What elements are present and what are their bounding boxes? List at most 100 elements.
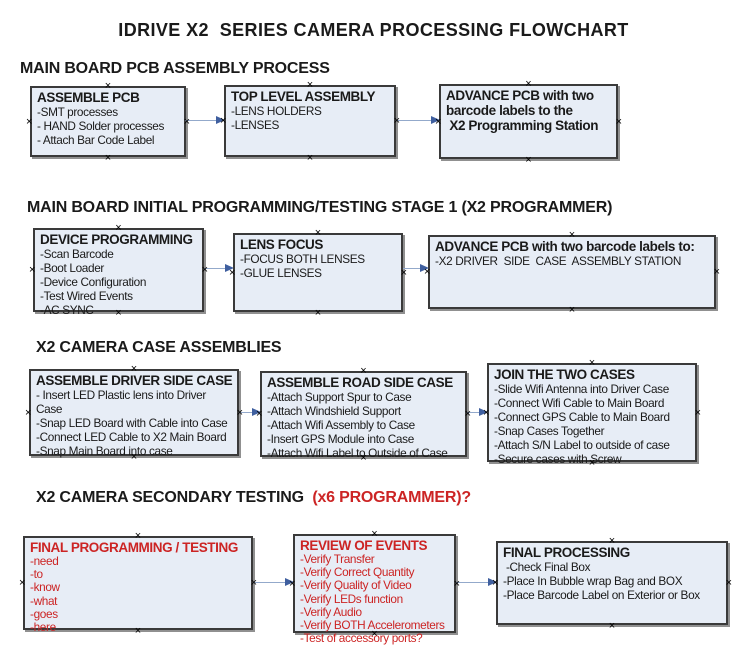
flow-box-assemble-pcb[interactable]: × × × × ASSEMBLE PCB -SMT processes - HA…	[26, 81, 190, 164]
box-title: ADVANCE PCB with two barcode labels to:	[435, 239, 695, 254]
box-title: LENS FOCUS	[240, 237, 324, 252]
connection-point-icon: ×	[608, 620, 616, 632]
box-item: -Attach Support Spur to Case	[267, 390, 412, 404]
box-item: -Snap LED Board with Cable into Case	[36, 416, 228, 430]
box-item: -X2 DRIVER SIDE CASE ASSEMBLY STATION	[435, 254, 682, 268]
flow-box-device-programming[interactable]: × × × × DEVICE PROGRAMMING -Scan Barcode…	[29, 223, 208, 319]
connection-point-icon: ×	[306, 152, 314, 164]
box-title: FINAL PROGRAMMING / TESTING	[30, 540, 238, 555]
box-item: -Connect Wifi Cable to Main Board	[494, 396, 665, 410]
connector-arrow[interactable]	[239, 408, 261, 417]
box-item: -LENSES	[231, 118, 280, 132]
arrowhead-icon	[216, 116, 225, 124]
flow-box-top-level-assembly[interactable]: × × × × TOP LEVEL ASSEMBLY -LENS HOLDERS…	[220, 80, 400, 164]
flow-box-final-processing[interactable]: × × × × FINAL PROCESSING -Check Final Bo…	[492, 536, 732, 632]
box-item: -Attach S/N Label to outside of case	[494, 438, 670, 452]
box-item: - Attach Bar Code Label	[37, 133, 155, 147]
box-item: -Snap Cases Together	[494, 424, 605, 438]
box-title: ASSEMBLE ROAD SIDE CASE	[267, 375, 453, 390]
arrow-shaft	[239, 412, 254, 413]
connection-point-icon: ×	[314, 307, 322, 319]
arrow-shaft	[467, 412, 481, 413]
box-item: -Verify Audio	[300, 604, 362, 619]
box-item: -Place In Bubble wrap Bag and BOX	[503, 574, 683, 588]
box-item: -SMT processes	[37, 105, 118, 119]
connection-point-icon: ×	[104, 80, 112, 92]
flow-box-review-of-events[interactable]: × × × × REVIEW OF EVENTS -Verify Transfe…	[289, 529, 460, 645]
section-heading-case-assemblies: X2 CAMERA CASE ASSEMBLIES	[36, 339, 282, 356]
connection-point-icon: ×	[306, 79, 314, 91]
connection-point-icon: ×	[25, 406, 32, 419]
box-item: -Check Final Box	[503, 560, 591, 574]
box-item: -FOCUS BOTH LENSES	[240, 252, 365, 266]
box-title: DEVICE PROGRAMMING	[40, 232, 193, 247]
box-title: ADVANCE PCB with two barcode labels to t…	[446, 88, 599, 133]
arrow-shaft	[204, 268, 227, 269]
arrow-shaft	[253, 582, 287, 583]
box-item: - HAND Solder processes	[37, 119, 165, 133]
arrow-shaft	[403, 268, 422, 269]
box-item: -to	[30, 567, 43, 582]
connector-arrow[interactable]	[396, 116, 440, 125]
connection-point-icon: ×	[134, 530, 142, 542]
box-item: -Place Barcode Label on Exterior or Box	[503, 588, 700, 602]
connection-point-icon: ×	[725, 577, 732, 589]
connection-point-icon: ×	[115, 222, 122, 234]
page-title: IDRIVE X2 SERIES CAMERA PROCESSING FLOWC…	[118, 20, 629, 40]
connection-point-icon: ×	[26, 115, 33, 128]
section-heading-red-part: (x6 PROGRAMMER)?	[308, 489, 471, 506]
box-item: -Boot Loader	[40, 261, 105, 275]
box-item: -Secure cases with Screw	[494, 452, 622, 466]
box-item: -need	[30, 554, 59, 568]
connection-point-icon: ×	[694, 406, 701, 419]
flow-box-advance-pcb-programming[interactable]: × × × × ADVANCE PCB with two barcode lab…	[435, 79, 622, 166]
arrowhead-icon	[479, 408, 488, 416]
connector-arrow[interactable]	[403, 264, 429, 273]
flow-box-advance-pcb-case-assembly[interactable]: × × × × ADVANCE PCB with two barcode lab…	[424, 230, 720, 316]
connector-arrow[interactable]	[204, 264, 234, 273]
box-item: -Test Wired Events	[40, 289, 133, 303]
box-item: -Scan Barcode	[40, 247, 114, 261]
connection-point-icon: ×	[588, 357, 596, 369]
connector-arrow[interactable]	[185, 116, 225, 125]
box-item: -Verify LEDs function	[300, 591, 403, 606]
connection-point-icon: ×	[371, 528, 378, 540]
box-item: -Device Configuration	[40, 275, 147, 289]
box-item: -goes	[30, 606, 58, 621]
connector-arrow[interactable]	[456, 578, 497, 587]
flow-box-final-programming-testing[interactable]: × × × × FINAL PROGRAMMING / TESTING -nee…	[19, 531, 257, 637]
flow-box-join-the-two-cases[interactable]: × × × × JOIN THE TWO CASES -Slide Wifi A…	[483, 358, 701, 469]
box-item: -LENS HOLDERS	[231, 104, 322, 118]
connector-arrow[interactable]	[467, 408, 488, 417]
connection-point-icon: ×	[19, 577, 26, 589]
box-item: -Verify Correct Quantity	[300, 565, 415, 580]
box-title: TOP LEVEL ASSEMBLY	[231, 89, 376, 104]
box-item: -what	[30, 593, 58, 608]
box-item: -Attach Windshield Support	[267, 404, 401, 418]
box-title: FINAL PROCESSING	[503, 545, 630, 560]
box-item: -Connect LED Cable to X2 Main Board	[36, 430, 227, 444]
connection-point-icon: ×	[568, 304, 576, 316]
box-title: ASSEMBLE DRIVER SIDE CASE	[36, 373, 233, 388]
box-item: -Verify BOTH Accelerometers	[300, 618, 445, 633]
box-item: -here	[30, 620, 56, 635]
box-item: -Verify Transfer	[300, 552, 375, 566]
box-item: -Snap Main Board into case	[36, 444, 173, 458]
connection-point-icon: ×	[29, 264, 36, 276]
arrow-shaft	[185, 120, 218, 121]
connection-point-icon: ×	[608, 535, 616, 547]
connection-point-icon: ×	[104, 152, 112, 164]
flow-box-lens-focus[interactable]: × × × × LENS FOCUS -FOCUS BOTH LENSES -G…	[229, 228, 407, 319]
flow-box-assemble-driver-side-case[interactable]: × × × × ASSEMBLE DRIVER SIDE CASE - Inse…	[25, 364, 243, 463]
section-heading-initial-programming: MAIN BOARD INITIAL PROGRAMMING/TESTING S…	[27, 199, 613, 216]
box-item: -Slide Wifi Antenna into Driver Case	[494, 382, 669, 396]
connection-point-icon: ×	[314, 227, 322, 239]
flow-box-assemble-road-side-case[interactable]: × × × × ASSEMBLE ROAD SIDE CASE -Attach …	[256, 366, 471, 464]
arrow-shaft	[456, 582, 490, 583]
arrowhead-icon	[420, 264, 429, 272]
connector-arrow[interactable]	[253, 578, 294, 587]
section-heading-pcb-assembly: MAIN BOARD PCB ASSEMBLY PROCESS	[20, 60, 330, 77]
box-item: -Verify Quality of Video	[300, 578, 412, 593]
connection-point-icon: ×	[525, 78, 532, 90]
